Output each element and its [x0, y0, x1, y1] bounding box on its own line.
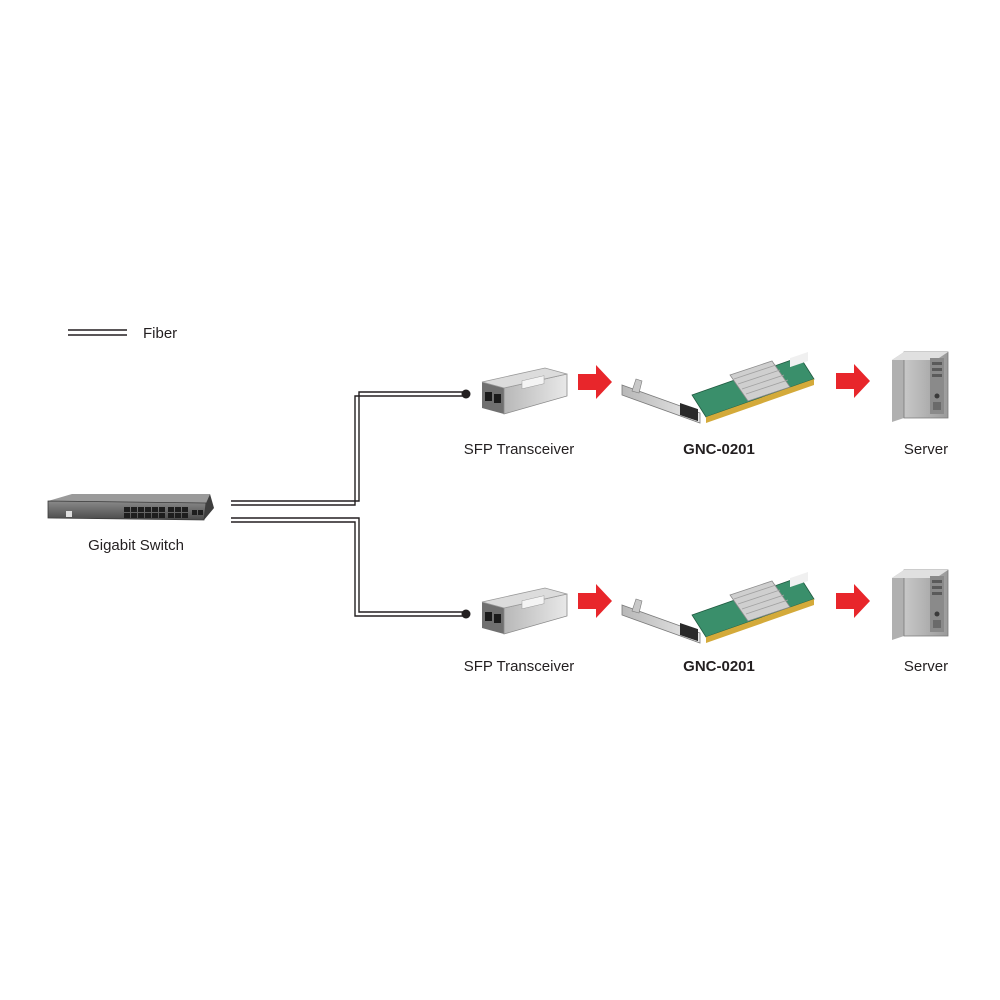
fiber-connector-dot-bottom: [461, 609, 471, 619]
server-icon: [891, 351, 949, 423]
gnc-0201-label: GNC-0201: [683, 441, 755, 458]
server-label: Server: [903, 658, 949, 675]
sfp-transceiver-label: SFP Transceiver: [463, 441, 575, 458]
red-arrow-icon: [578, 365, 612, 399]
fiber-connector-dot-top: [461, 389, 471, 399]
gnc-0201-label: GNC-0201: [683, 658, 755, 675]
gigabit-switch-label: Gigabit Switch: [88, 537, 184, 554]
gigabit-switch-image: [47, 494, 214, 521]
red-arrow-icon: [578, 584, 612, 618]
sfp-transceiver-image: [481, 587, 568, 635]
legend-fiber-symbol: [68, 329, 127, 336]
server-label: Server: [903, 441, 949, 458]
sfp-transceiver-image: [481, 367, 568, 415]
legend-fiber-label: Fiber: [143, 325, 178, 342]
fiber-link-top: [231, 391, 468, 506]
red-arrow-icon: [836, 584, 870, 618]
sfp-transceiver-label: SFP Transceiver: [463, 658, 575, 675]
red-arrow-icon: [836, 364, 870, 398]
fiber-link-bottom: [231, 517, 468, 617]
gnc-0201-card-image: [621, 351, 815, 424]
server-icon: [891, 569, 949, 641]
gnc-0201-card-image: [621, 571, 815, 644]
